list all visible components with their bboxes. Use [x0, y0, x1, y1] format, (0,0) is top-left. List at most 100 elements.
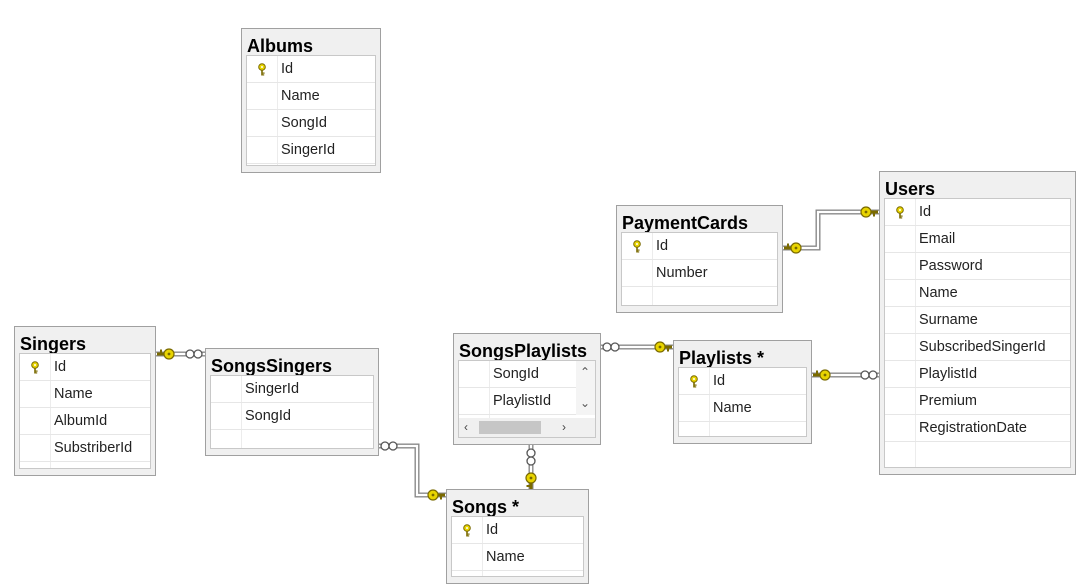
column-row[interactable]: Id — [679, 368, 806, 395]
key-gutter — [679, 368, 710, 436]
column-row[interactable]: SubscribedSingerId — [885, 334, 1070, 361]
scroll-right-icon[interactable]: › — [562, 420, 566, 434]
scroll-down-icon[interactable]: ⌄ — [580, 396, 591, 410]
table-title: Users — [885, 179, 936, 199]
table-title: SongsSingers — [211, 356, 333, 376]
column-selector — [885, 280, 915, 306]
many-end-icon — [185, 349, 203, 359]
table-title: Singers — [20, 334, 87, 354]
column-row[interactable]: Number — [622, 260, 777, 287]
column-row[interactable]: Name — [20, 381, 150, 408]
column-row[interactable]: SongId — [211, 403, 373, 430]
column-row[interactable]: Password — [885, 253, 1070, 280]
column-row[interactable]: RegistrationDate — [885, 415, 1070, 442]
primary-key-icon — [885, 199, 915, 225]
key-end-icon — [654, 341, 672, 353]
column-selector — [247, 110, 277, 136]
column-row[interactable]: PlaylistId — [459, 388, 576, 415]
column-row[interactable]: Name — [679, 395, 806, 422]
column-name: Password — [919, 258, 983, 274]
column-row[interactable]: PlaylistId — [885, 361, 1070, 388]
column-row[interactable]: Id — [247, 56, 375, 83]
column-selector — [885, 388, 915, 414]
key-end-icon — [157, 348, 175, 360]
column-name: RegistrationDate — [919, 420, 1027, 436]
column-row[interactable]: Id — [452, 517, 583, 544]
column-selector — [247, 83, 277, 109]
key-end-icon — [427, 489, 445, 501]
column-name: PlaylistId — [919, 366, 978, 382]
column-row[interactable]: Premium — [885, 388, 1070, 415]
column-name: Name — [486, 549, 525, 565]
column-selector — [885, 253, 915, 279]
column-row[interactable]: Name — [247, 83, 375, 110]
primary-key-icon — [622, 233, 652, 259]
column-row[interactable]: AlbumId — [20, 408, 150, 435]
column-row[interactable]: SongId — [459, 361, 576, 388]
column-name: Premium — [919, 393, 978, 409]
column-name: SongId — [281, 115, 327, 131]
vertical-scrollbar[interactable]: ⌃⌄ — [576, 361, 595, 415]
column-row[interactable]: Id — [20, 354, 150, 381]
column-row[interactable]: Email — [885, 226, 1070, 253]
scroll-up-icon[interactable]: ⌃ — [580, 365, 591, 379]
scroll-thumb[interactable] — [479, 421, 541, 434]
column-selector — [885, 226, 915, 252]
table-title: Albums — [247, 36, 314, 56]
key-end-icon — [813, 369, 831, 381]
column-name: Id — [486, 522, 499, 538]
column-name: Email — [919, 231, 956, 247]
column-row[interactable]: SubstriberId — [20, 435, 150, 462]
column-name: SongId — [493, 366, 539, 382]
column-name: SongId — [245, 408, 291, 424]
horizontal-scrollbar[interactable]: ‹› — [459, 418, 595, 437]
relationship-songssingers-songs — [379, 443, 446, 498]
column-row[interactable]: Name — [885, 280, 1070, 307]
column-row[interactable]: Id — [885, 199, 1070, 226]
column-name: SubscribedSingerId — [919, 339, 1046, 355]
column-name: Name — [713, 400, 752, 416]
column-selector — [459, 388, 489, 414]
column-name: SubstriberId — [54, 440, 133, 456]
column-selector — [247, 137, 277, 163]
column-name: Number — [656, 265, 708, 281]
key-gutter — [459, 361, 490, 437]
column-selector — [20, 381, 50, 407]
column-name: SingerId — [281, 142, 336, 158]
column-row[interactable]: Surname — [885, 307, 1070, 334]
column-row[interactable]: SongId — [247, 110, 375, 137]
column-row[interactable]: Id — [622, 233, 777, 260]
table-title: PaymentCards — [622, 213, 749, 233]
column-row[interactable]: Name — [452, 544, 583, 571]
column-row[interactable]: SingerId — [247, 137, 375, 164]
column-name: Id — [281, 61, 294, 77]
column-name: Id — [54, 359, 67, 375]
column-selector — [452, 544, 482, 570]
table-title: Songs * — [452, 497, 520, 517]
column-selector — [20, 435, 50, 461]
primary-key-icon — [452, 517, 482, 543]
column-row[interactable]: SingerId — [211, 376, 373, 403]
column-name: Id — [919, 204, 932, 220]
column-name: Name — [54, 386, 93, 402]
primary-key-icon — [247, 56, 277, 82]
column-name: Surname — [919, 312, 978, 328]
column-name: Name — [919, 285, 958, 301]
scroll-left-icon[interactable]: ‹ — [464, 420, 468, 434]
column-selector — [459, 361, 489, 387]
column-selector — [679, 395, 709, 421]
column-selector — [20, 408, 50, 434]
